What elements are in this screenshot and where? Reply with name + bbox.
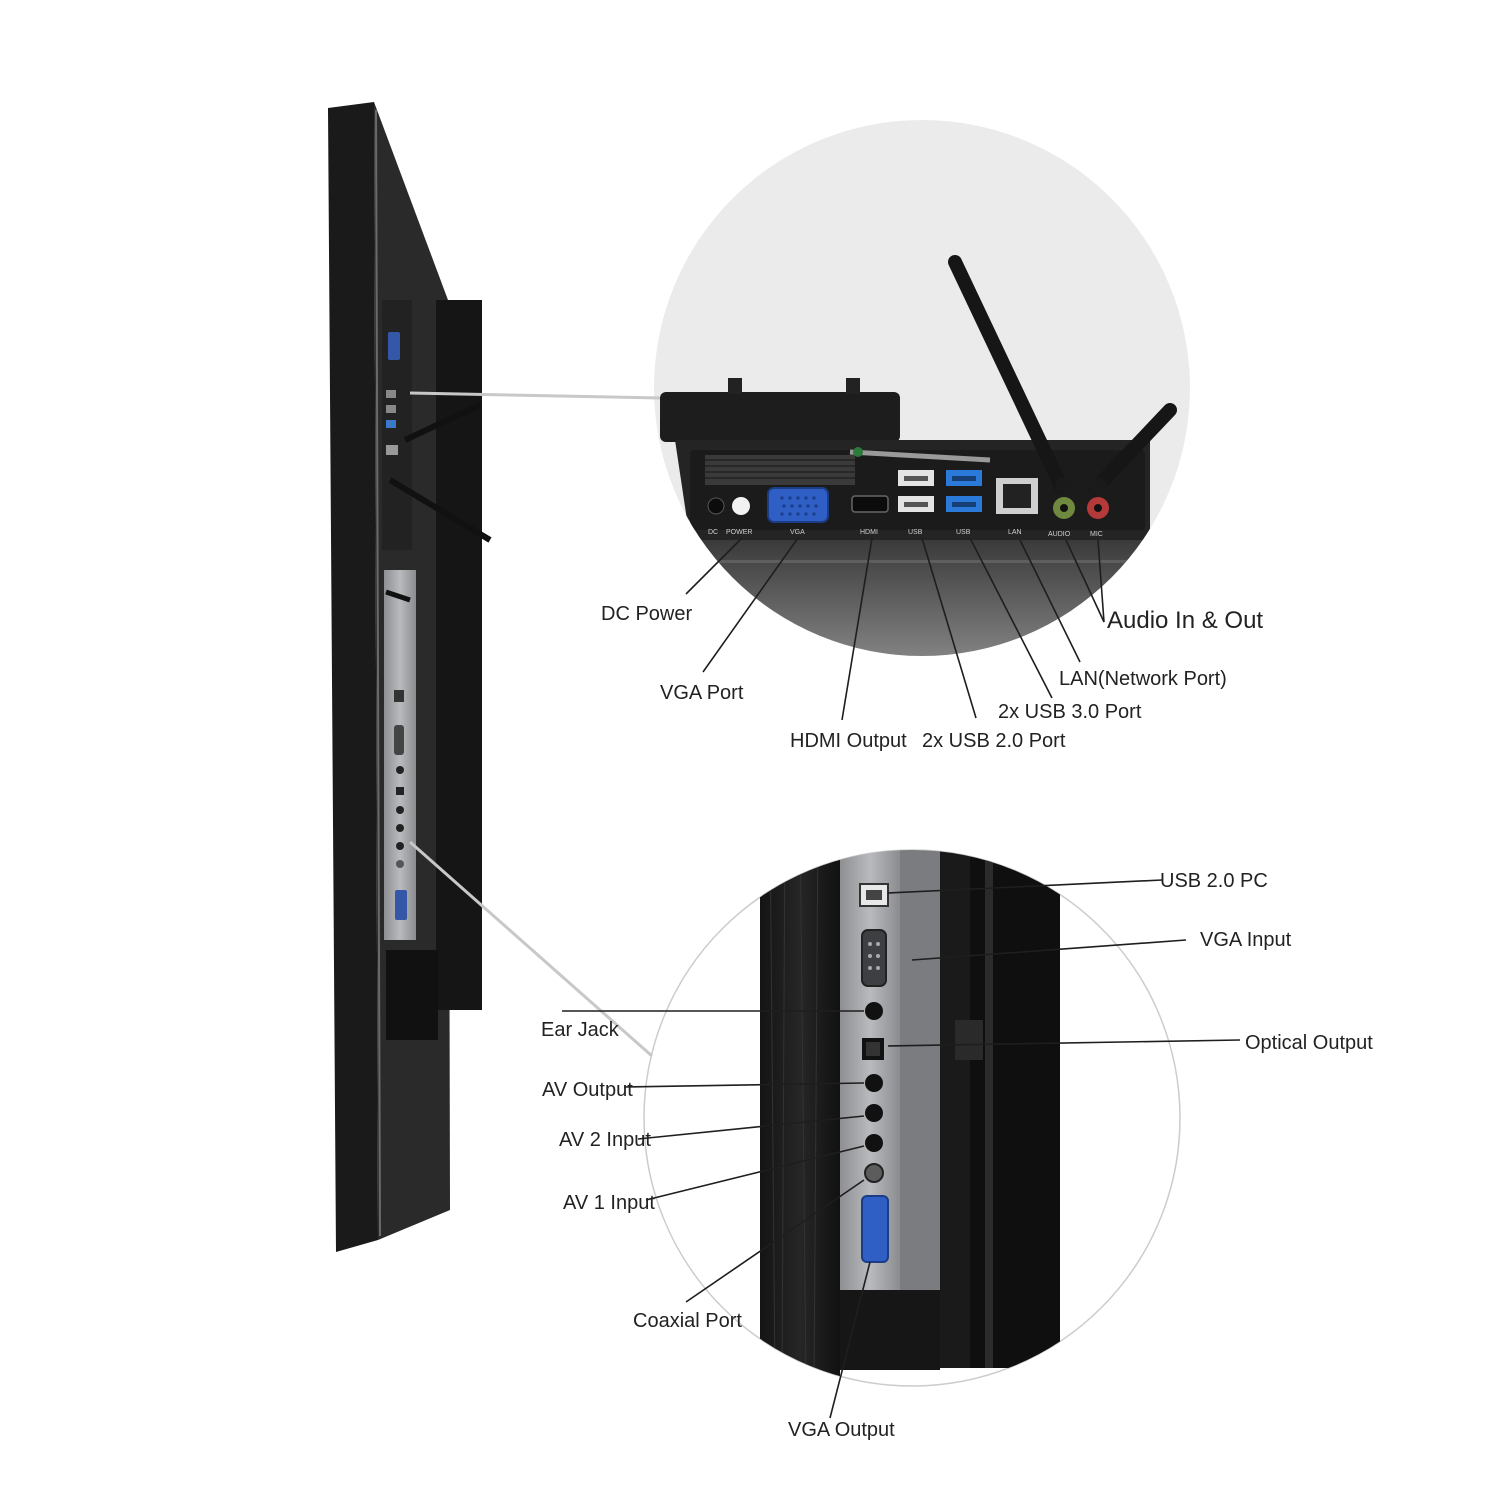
monitor-side-view	[328, 102, 492, 1252]
label-av2-input: AV 2 Input	[559, 1129, 651, 1151]
panel-print-usb-b: USB	[956, 529, 971, 536]
top-zoom-bubble: DC POWER VGA HDMI USB USB LAN AUDIO MIC	[654, 120, 1190, 656]
panel-print-dc: DC	[708, 529, 718, 536]
label-hdmi-output: HDMI Output	[790, 730, 907, 752]
label-av1-input: AV 1 Input	[563, 1192, 655, 1214]
label-av-output: AV Output	[542, 1079, 633, 1101]
panel-print-vga: VGA	[790, 529, 805, 536]
panel-print-hdmi: HDMI	[860, 529, 878, 536]
label-vga-output: VGA Output	[788, 1419, 895, 1441]
callout-labels: DC Power VGA Port HDMI Output 2x USB 2.0…	[541, 603, 1373, 1441]
bottom-zoom-connector	[409, 840, 653, 1058]
label-vga-port: VGA Port	[660, 682, 744, 704]
label-audio-in-out: Audio In & Out	[1107, 607, 1263, 634]
label-dc-power: DC Power	[601, 603, 692, 625]
label-optical-output: Optical Output	[1245, 1032, 1373, 1054]
panel-print-audio: AUDIO	[1048, 531, 1071, 538]
bottom-zoom-bubble	[643, 849, 1181, 1387]
panel-print-usb-a: USB	[908, 529, 923, 536]
label-usb20-port: 2x USB 2.0 Port	[922, 730, 1066, 752]
panel-print-mic: MIC	[1090, 531, 1103, 538]
label-vga-input: VGA Input	[1200, 929, 1292, 951]
label-usb30-port: 2x USB 3.0 Port	[998, 701, 1142, 723]
top-zoom-connector	[409, 391, 661, 400]
panel-print-lan: LAN	[1008, 529, 1022, 536]
leader-lines	[562, 537, 1241, 1419]
label-coaxial-port: Coaxial Port	[633, 1310, 742, 1332]
panel-print-power: POWER	[726, 529, 752, 536]
label-lan: LAN(Network Port)	[1059, 668, 1227, 690]
label-ear-jack: Ear Jack	[541, 1019, 620, 1041]
label-usb20-pc: USB 2.0 PC	[1160, 870, 1268, 892]
